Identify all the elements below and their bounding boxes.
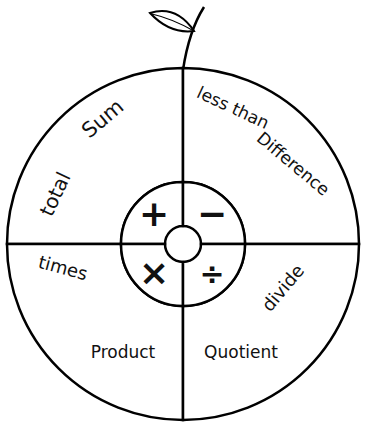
operation-symbol: − (197, 194, 227, 234)
sector-shape (7, 244, 183, 420)
operation-symbol: × (139, 253, 169, 293)
sector-shape (183, 244, 359, 420)
leaf-vein (152, 14, 194, 31)
keyword-label: Quotient (204, 343, 278, 362)
sector-shape (121, 244, 183, 306)
symbol-sector: − (183, 182, 245, 244)
sector-shape (121, 182, 183, 244)
sector-shape (183, 68, 359, 244)
sector-shape (183, 182, 245, 244)
sector-shape (183, 244, 245, 306)
keyword-label: Product (91, 343, 156, 362)
leaf (150, 11, 194, 31)
operation-symbol: ÷ (199, 257, 224, 290)
operation-symbol: + (139, 194, 169, 234)
stem (183, 7, 204, 70)
symbol-sector: ÷ (183, 244, 245, 306)
sector-shape (7, 68, 183, 244)
symbol-sector: + (121, 182, 183, 244)
symbol-sector: × (121, 244, 183, 306)
